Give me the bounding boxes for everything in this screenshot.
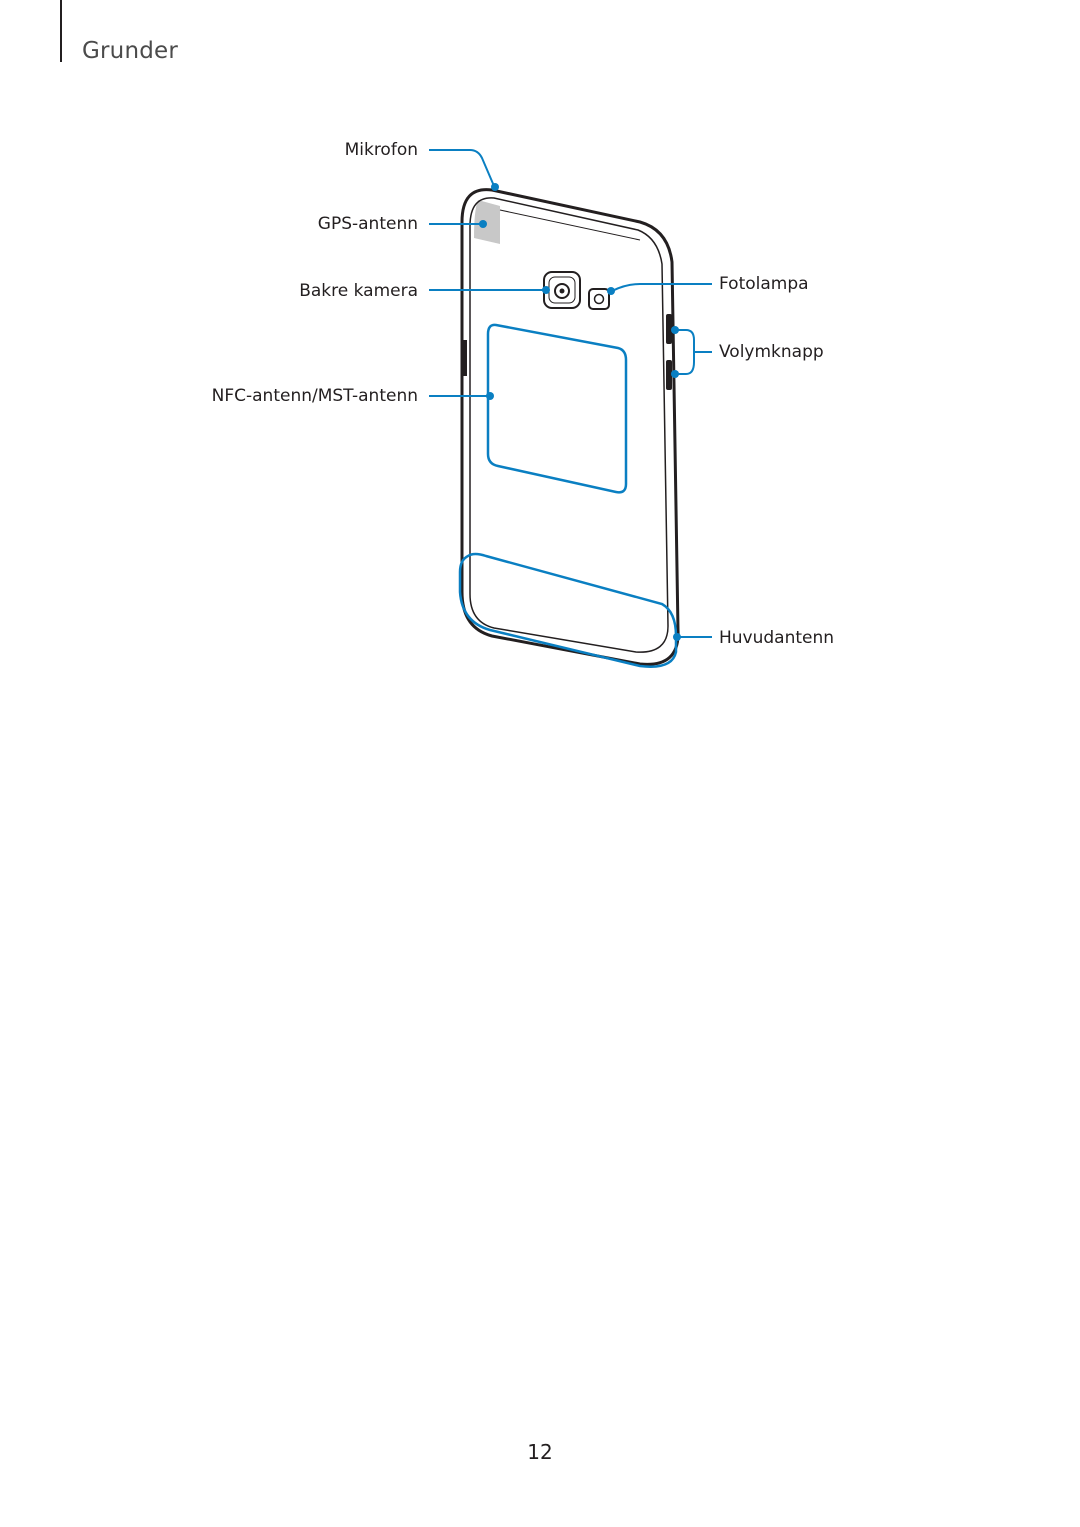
volume-key-leader xyxy=(675,329,695,375)
side-key-left xyxy=(463,340,467,376)
flash-dot xyxy=(607,287,615,295)
rear-camera-lens-center xyxy=(559,288,565,294)
volume-up-dot xyxy=(671,326,679,334)
callout-volume-key: Volymknapp xyxy=(719,342,824,362)
phone-top-edge xyxy=(499,209,641,241)
nfc-antenna-area xyxy=(486,323,628,494)
rear-camera-lens xyxy=(554,283,570,299)
callout-lines xyxy=(429,149,712,638)
gps-antenna-area xyxy=(474,200,500,244)
rear-camera-dot xyxy=(542,286,550,294)
callout-flash: Fotolampa xyxy=(719,274,809,294)
callout-nfc-mst-antenna: NFC-antenn/MST-antenn xyxy=(211,386,418,406)
nfc-antenna-dot xyxy=(486,392,494,400)
phone-back-diagram xyxy=(429,149,712,668)
volume-up-key xyxy=(666,314,672,344)
callout-main-antenna: Huvudantenn xyxy=(719,628,835,648)
flash-housing xyxy=(588,288,610,310)
phone-body-inner-edge xyxy=(469,197,669,653)
main-antenna-area xyxy=(458,552,678,668)
flash-leader xyxy=(611,283,712,292)
page-number: 12 xyxy=(527,1440,553,1464)
callout-dots xyxy=(479,183,681,641)
gps-antenna-dot xyxy=(479,220,487,228)
microphone-leader xyxy=(429,149,495,187)
volume-down-dot xyxy=(671,370,679,378)
microphone-dot xyxy=(491,183,499,191)
flash-lens xyxy=(593,293,605,305)
section-title: Grunder xyxy=(82,38,179,64)
main-antenna-dot xyxy=(673,633,681,641)
side-rule xyxy=(60,0,62,62)
volume-down-key xyxy=(666,360,672,390)
phone-body-outline xyxy=(460,188,680,666)
callout-gps-antenna: GPS-antenn xyxy=(317,214,418,234)
callout-rear-camera: Bakre kamera xyxy=(299,281,418,301)
callout-microphone: Mikrofon xyxy=(344,140,418,160)
